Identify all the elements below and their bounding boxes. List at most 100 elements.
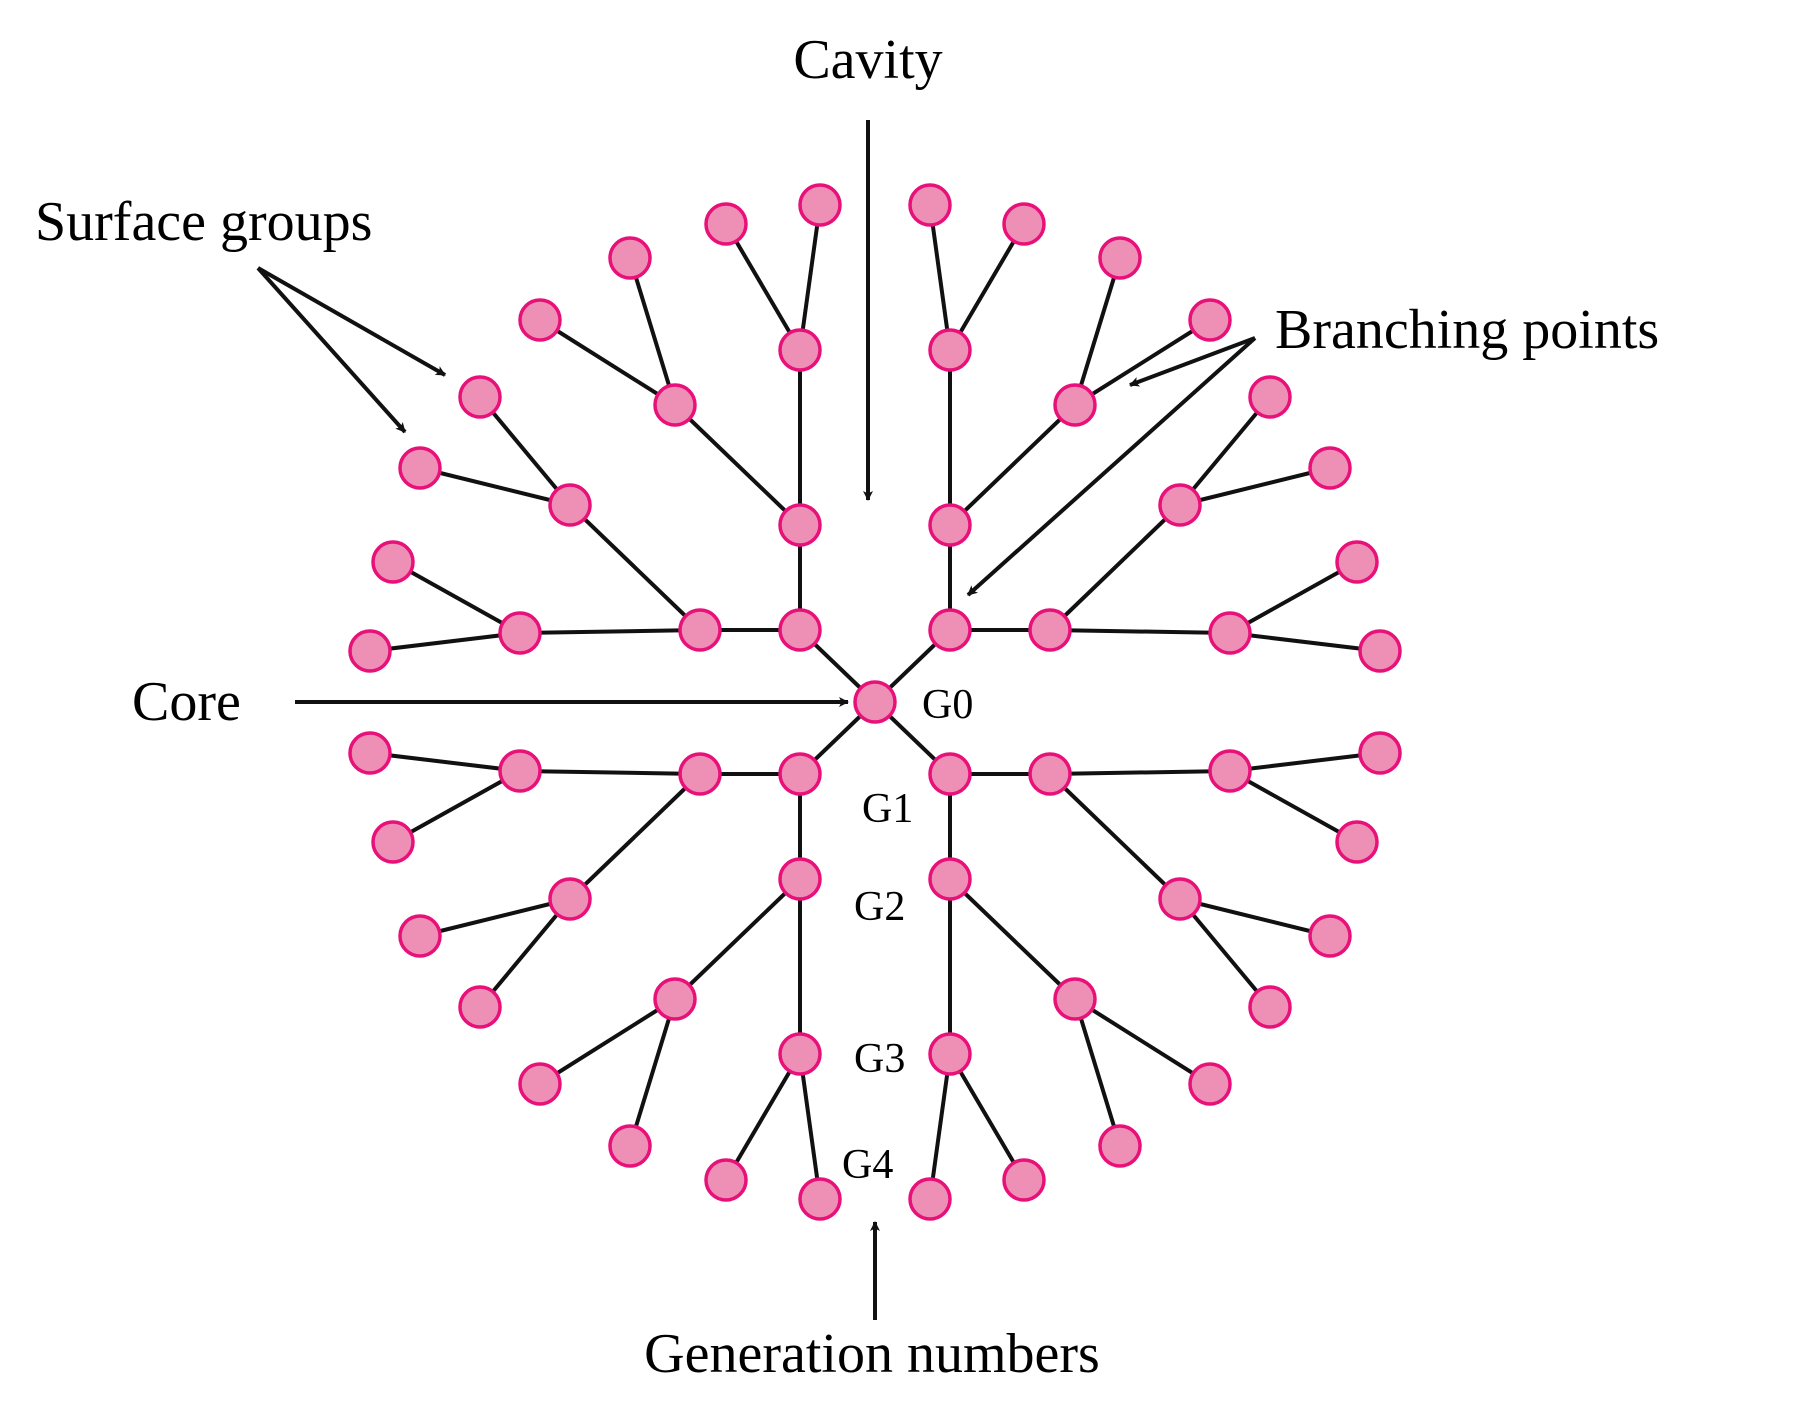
bond-line bbox=[673, 877, 802, 1001]
dendrimer-node bbox=[928, 1032, 972, 1076]
dendrimer-node bbox=[778, 328, 822, 372]
bond-line bbox=[628, 997, 677, 1148]
dendrimer-node bbox=[1098, 236, 1142, 280]
dendrimer-node bbox=[1358, 629, 1402, 673]
dendrimer-node bbox=[1028, 608, 1072, 652]
dendrimer-node bbox=[608, 1124, 652, 1168]
surface-groups-arrow-2 bbox=[256, 266, 407, 434]
surface-groups-label: Surface groups bbox=[35, 191, 372, 253]
labels-layer: Cavity Surface groups Branching points C… bbox=[35, 29, 1659, 1385]
dendrimer-node bbox=[348, 731, 392, 775]
dendrimer-node bbox=[653, 977, 697, 1021]
core-label: Core bbox=[132, 671, 241, 733]
bond-line bbox=[368, 751, 522, 773]
dendrimer-node bbox=[1188, 1062, 1232, 1106]
dendrimer-node bbox=[458, 375, 502, 419]
dendrimer-node bbox=[1208, 749, 1252, 793]
bond-line bbox=[724, 1052, 802, 1182]
bond-line bbox=[1048, 772, 1182, 901]
branching-points-arrow-2 bbox=[966, 336, 1257, 597]
bond-line bbox=[1073, 997, 1212, 1086]
bond-line bbox=[518, 769, 702, 776]
dendrimer-node bbox=[498, 749, 542, 793]
dendrimer-node bbox=[458, 985, 502, 1029]
bond-line bbox=[418, 466, 572, 507]
bond-line bbox=[673, 403, 802, 527]
dendrimer-node bbox=[1158, 483, 1202, 527]
branching-points-label: Branching points bbox=[1275, 299, 1659, 361]
bond-line bbox=[948, 1052, 1026, 1182]
bond-line bbox=[1228, 560, 1359, 635]
core-node bbox=[853, 680, 897, 724]
dendrimer-node bbox=[1098, 1124, 1142, 1168]
bond-line bbox=[568, 503, 702, 632]
bond-line bbox=[1073, 256, 1122, 407]
bond-line bbox=[538, 997, 677, 1086]
bond-line bbox=[1048, 503, 1182, 632]
dendrimer-node bbox=[928, 328, 972, 372]
bond-line bbox=[478, 897, 572, 1009]
dendrimer-node bbox=[1053, 977, 1097, 1021]
bond-line bbox=[478, 395, 572, 507]
bond-line bbox=[928, 1052, 952, 1201]
dendrimer-node bbox=[1053, 383, 1097, 427]
dendrimer-node bbox=[1028, 752, 1072, 796]
dendrimer-node bbox=[548, 877, 592, 921]
dendrimer-node bbox=[928, 503, 972, 547]
bond-line bbox=[1048, 769, 1232, 776]
bond-line bbox=[1178, 466, 1332, 507]
dendrimer-node bbox=[798, 1177, 842, 1221]
bond-line bbox=[1228, 751, 1382, 773]
arrows-layer bbox=[256, 120, 1257, 1320]
generation-label-g3: G3 bbox=[854, 1036, 905, 1082]
bond-line bbox=[368, 631, 522, 653]
bond-line bbox=[798, 203, 822, 352]
bond-line bbox=[518, 628, 702, 635]
dendrimer-node bbox=[1335, 820, 1379, 864]
bond-line bbox=[391, 560, 522, 635]
bond-line bbox=[1228, 631, 1382, 653]
dendrimer-node bbox=[928, 608, 972, 652]
bond-line bbox=[948, 222, 1026, 352]
bond-line bbox=[928, 203, 952, 352]
bond-line bbox=[948, 403, 1077, 527]
bond-line bbox=[1178, 897, 1332, 938]
bond-line bbox=[1178, 395, 1272, 507]
dendrimer-node bbox=[704, 202, 748, 246]
dendrimer-node bbox=[1308, 914, 1352, 958]
bond-line bbox=[724, 222, 802, 352]
bond-line bbox=[628, 256, 677, 407]
dendrimer-node bbox=[798, 183, 842, 227]
dendrimer-node bbox=[398, 446, 442, 490]
dendrimer-node bbox=[908, 183, 952, 227]
surface-groups-arrow-1 bbox=[257, 266, 446, 377]
dendrimer-node bbox=[371, 820, 415, 864]
dendrimer-node bbox=[398, 914, 442, 958]
dendrimer-node bbox=[498, 611, 542, 655]
bond-line bbox=[1178, 897, 1272, 1009]
generation-label-g0: G0 bbox=[922, 682, 973, 728]
generation-label-g1: G1 bbox=[862, 786, 913, 832]
dendrimer-node bbox=[778, 1032, 822, 1076]
dendrimer-node bbox=[348, 629, 392, 673]
dendrimer-node bbox=[518, 1062, 562, 1106]
bond-line bbox=[1073, 318, 1212, 407]
generation-numbers-label: Generation numbers bbox=[644, 1323, 1100, 1385]
branching-points-arrow-1 bbox=[1129, 336, 1256, 387]
bond-line bbox=[948, 877, 1077, 1001]
dendrimer-node bbox=[778, 503, 822, 547]
bond-line bbox=[568, 772, 702, 901]
bond-line bbox=[798, 1052, 822, 1201]
bond-line bbox=[538, 318, 677, 407]
dendrimer-node bbox=[908, 1177, 952, 1221]
cavity-label: Cavity bbox=[793, 29, 942, 91]
bond-line bbox=[418, 897, 572, 938]
dendrimer-node bbox=[1335, 540, 1379, 584]
dendrimer-node bbox=[778, 752, 822, 796]
dendrimer-node bbox=[1002, 202, 1046, 246]
dendrimer-node bbox=[928, 857, 972, 901]
dendrimer-node bbox=[1308, 446, 1352, 490]
dendrimer-node bbox=[678, 752, 722, 796]
bond-line bbox=[1228, 769, 1359, 844]
dendrimer-node bbox=[1158, 877, 1202, 921]
